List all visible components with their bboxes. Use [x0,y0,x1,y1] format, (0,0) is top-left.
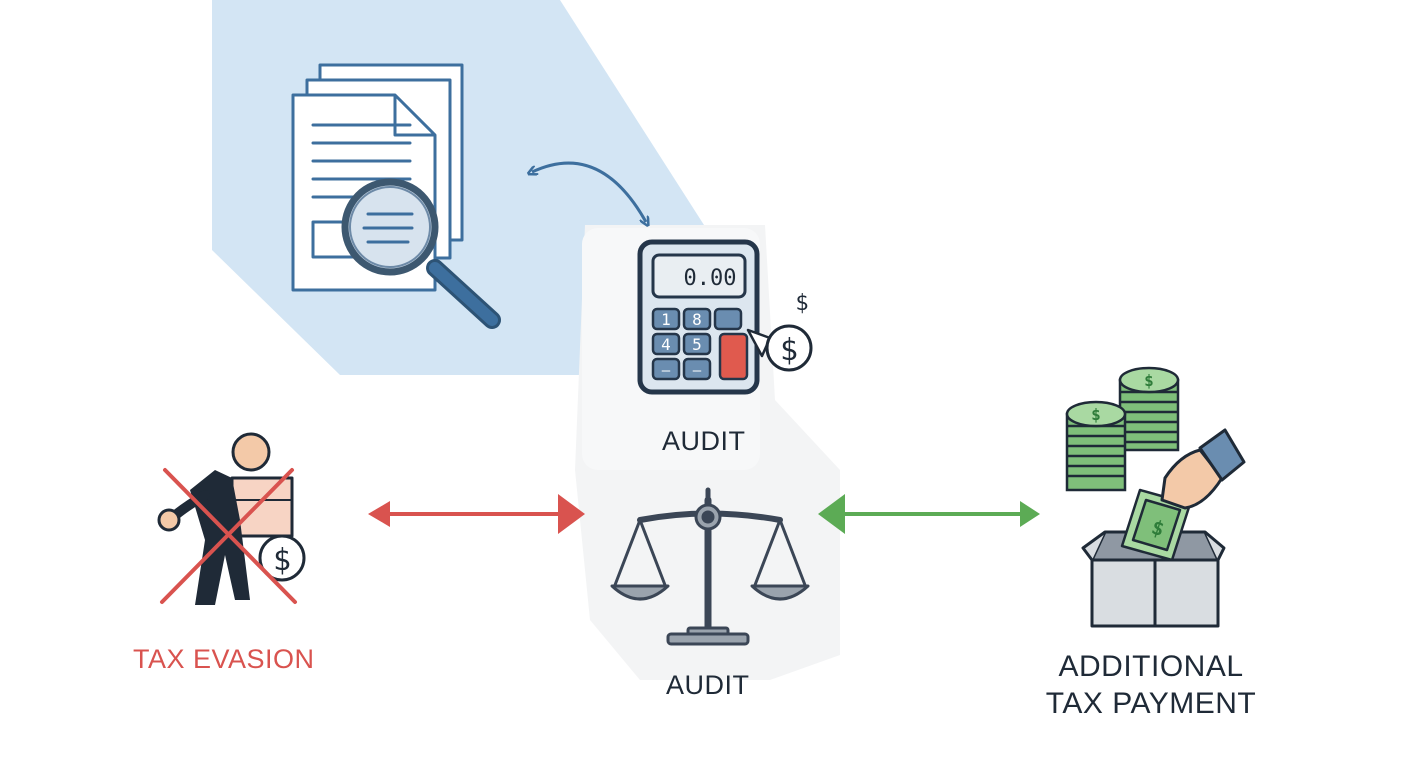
green-double-arrow [818,494,1040,534]
calculator-key-minus-2: — [693,363,702,379]
floating-dollar-sign: $ [795,291,808,316]
calculator-key-minus-1: — [662,363,671,379]
calculator-keys [651,307,749,381]
calculator-key-4: 4 [661,335,671,354]
magnifying-glass-icon [341,178,501,329]
scales-audit-label: AUDIT [666,670,750,700]
calculator-key-8: 8 [692,310,702,329]
calculator-audit-label: AUDIT [662,426,746,456]
coin-stack-front-dollar: $ [1091,405,1101,424]
calculator-key-5: 5 [692,335,702,354]
additional-tax-payment-line2: TAX PAYMENT [1045,687,1257,720]
coin-stack-back [1118,366,1180,452]
coin-stack-icon [1065,366,1180,492]
coin-stack-back-dollar: $ [1144,371,1154,390]
hand-icon [1160,428,1246,510]
coin-stack-front [1065,400,1127,492]
tax-evasion-label: TAX EVASION [133,644,315,674]
calculator-display-text: 0.00 [684,266,737,291]
calculator-display [651,253,747,299]
red-double-arrow [368,494,585,534]
calculator-key-1: 1 [661,310,671,329]
dollar-coin-icon: $ $ [746,291,813,372]
banknote-icon [1120,488,1192,562]
evasion-coin-dollar-sign: $ [273,543,291,578]
coin-dollar-sign: $ [780,333,798,368]
additional-tax-payment-label: ADDITIONAL TAX PAYMENT [1036,648,1266,722]
documents-calculator-arrow [532,161,646,222]
additional-tax-payment-line1: ADDITIONAL [1058,650,1244,683]
scales-of-justice-icon [610,487,810,646]
calculator-icon: 0.00 1 8 4 5 — — [637,239,760,395]
evasion-dollar-coin-icon: $ [258,534,306,582]
crossed-out-icon [160,468,297,604]
